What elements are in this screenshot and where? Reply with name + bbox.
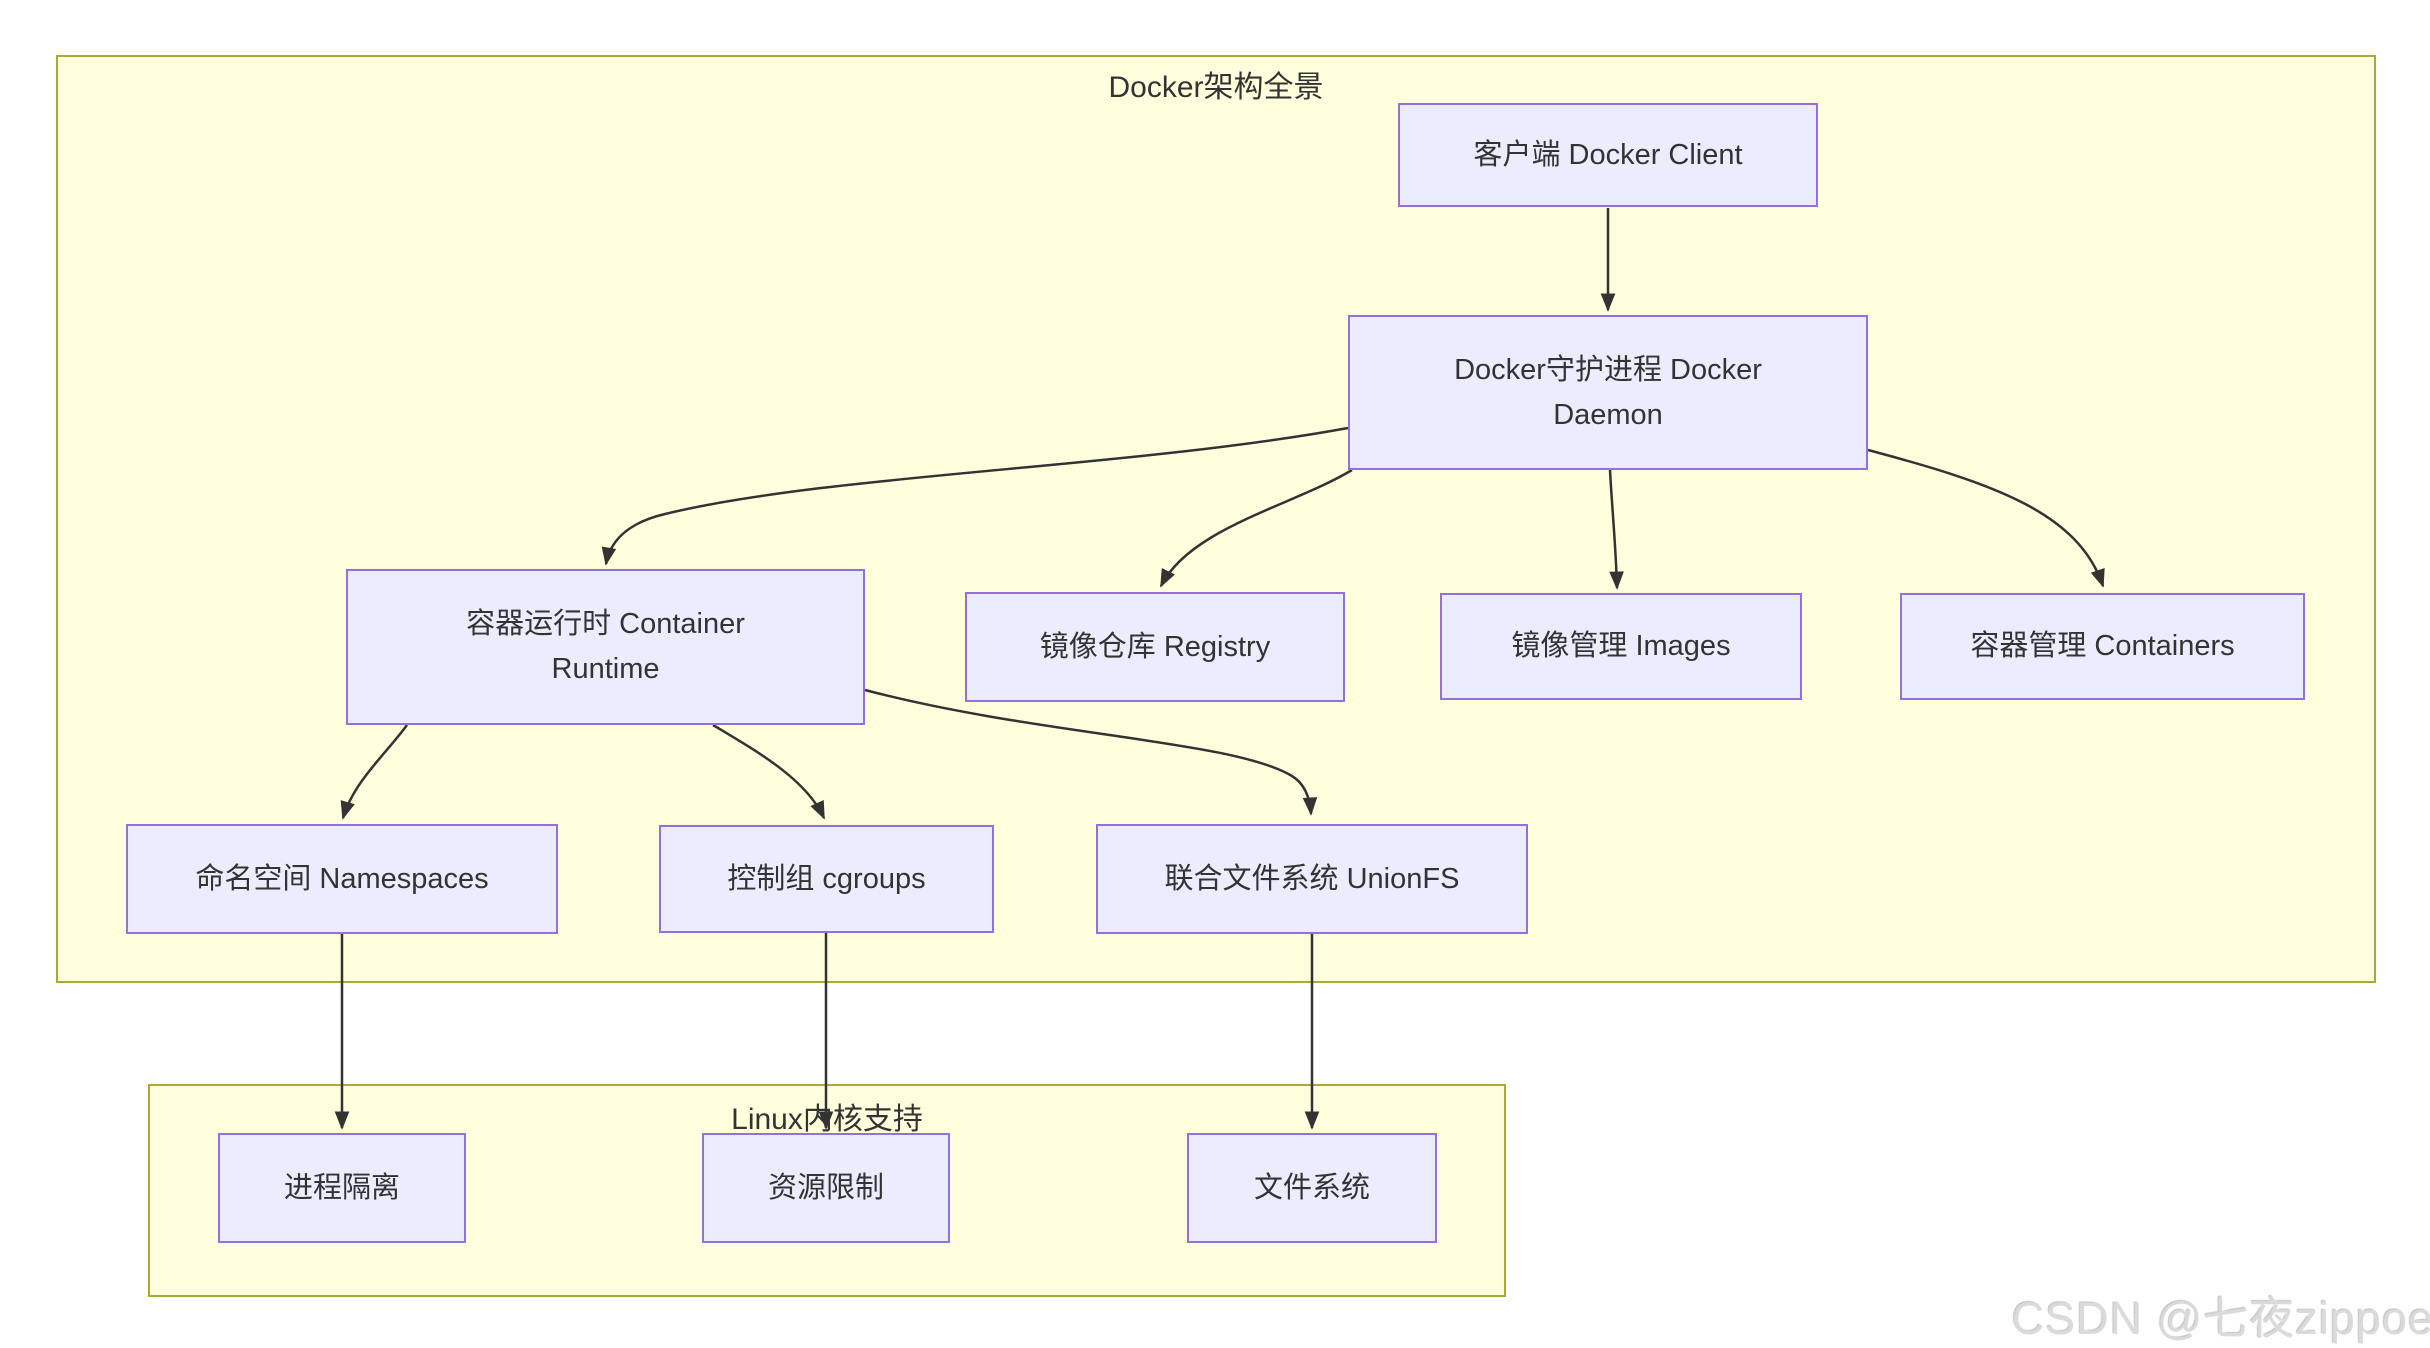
node-namespaces: 命名空间 Namespaces [126, 824, 558, 934]
node-unionfs: 联合文件系统 UnionFS [1096, 824, 1528, 934]
node-namespaces-label: 命名空间 Namespaces [195, 862, 489, 895]
node-containers-label: 容器管理 Containers [1970, 630, 2235, 663]
node-docker-daemon: Docker守护进程 Docker Daemon [1348, 315, 1868, 470]
node-container-runtime-label: 容器运行时 Container Runtime [466, 608, 745, 685]
cluster-title-docker: Docker架构全景 [1108, 71, 1324, 104]
node-filesystem: 文件系统 [1187, 1133, 1437, 1243]
node-registry-label: 镜像仓库 Registry [1039, 630, 1271, 663]
node-images: 镜像管理 Images [1440, 593, 1802, 700]
node-docker-daemon-label: Docker守护进程 Docker Daemon [1454, 353, 1762, 431]
node-cgroups: 控制组 cgroups [659, 825, 994, 933]
node-resource-limits-label: 资源限制 [767, 1171, 884, 1204]
node-docker-client-label: 客户端 Docker Client [1473, 138, 1743, 171]
node-filesystem-label: 文件系统 [1253, 1171, 1370, 1204]
node-registry: 镜像仓库 Registry [965, 592, 1345, 702]
node-process-isolation: 进程隔离 [218, 1133, 466, 1243]
node-container-runtime: 容器运行时 Container Runtime [346, 569, 865, 725]
node-cgroups-label: 控制组 cgroups [727, 862, 926, 895]
node-unionfs-label: 联合文件系统 UnionFS [1164, 862, 1460, 895]
node-resource-limits: 资源限制 [702, 1133, 950, 1243]
node-docker-client: 客户端 Docker Client [1398, 103, 1818, 207]
cluster-title-kernel: Linux内核支持 [731, 1103, 923, 1136]
node-process-isolation-label: 进程隔离 [283, 1171, 400, 1204]
node-images-label: 镜像管理 Images [1511, 630, 1731, 663]
node-containers: 容器管理 Containers [1900, 593, 2305, 700]
csdn-watermark: CSDN @七夜zippoe [2011, 1293, 2430, 1344]
